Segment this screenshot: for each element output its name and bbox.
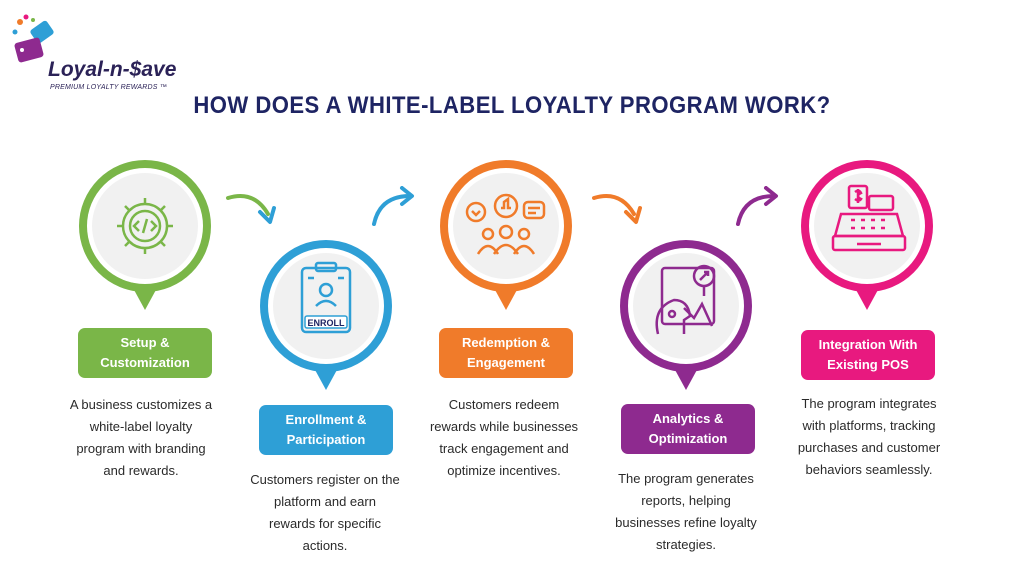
flow-arrow-3 xyxy=(592,194,642,224)
step-3-pin xyxy=(438,158,574,314)
brand-logo: Loyal-n-$ave PREMIUM LOYALTY REWARDS ™ xyxy=(10,14,200,91)
step-1-pin xyxy=(77,158,213,314)
step-2-description: Customers register on the platform and e… xyxy=(250,472,400,553)
step-4-description: The program generates reports, helping b… xyxy=(615,471,757,552)
flow-arrow-2 xyxy=(372,186,414,226)
brand-tagline: PREMIUM LOYALTY REWARDS ™ xyxy=(50,84,168,91)
cash-register-icon xyxy=(831,184,907,252)
step-3-label: Redemption & Engagement xyxy=(439,328,573,378)
step-1-label: Setup & Customization xyxy=(78,328,212,378)
flow-arrow-4 xyxy=(736,186,778,226)
step-4-label: Analytics & Optimization xyxy=(621,404,755,454)
enroll-badge-text: ENROLL xyxy=(308,318,346,328)
step-3-description: Customers redeem rewards while businesse… xyxy=(429,397,579,478)
step-1-description: A business customizes a white-label loya… xyxy=(69,397,213,478)
gear-code-icon xyxy=(117,198,173,254)
engagement-people-icon xyxy=(465,193,546,255)
brand-name: Loyal-n-$ave xyxy=(48,58,177,81)
step-5-pin xyxy=(799,158,935,314)
step-2-label: Enrollment & Participation xyxy=(259,405,393,455)
page-title: HOW DOES A WHITE-LABEL LOYALTY PROGRAM W… xyxy=(193,92,831,119)
step-2-pin: ENROLL xyxy=(258,238,394,394)
analytics-head-icon xyxy=(655,264,716,335)
enroll-clipboard-icon xyxy=(300,261,352,334)
price-tags-icon xyxy=(12,14,54,63)
step-5-description: The program integrates with platforms, t… xyxy=(797,396,941,477)
step-4-pin xyxy=(618,238,754,394)
step-5-label: Integration With Existing POS xyxy=(801,330,935,380)
flow-arrow-1 xyxy=(226,194,276,224)
